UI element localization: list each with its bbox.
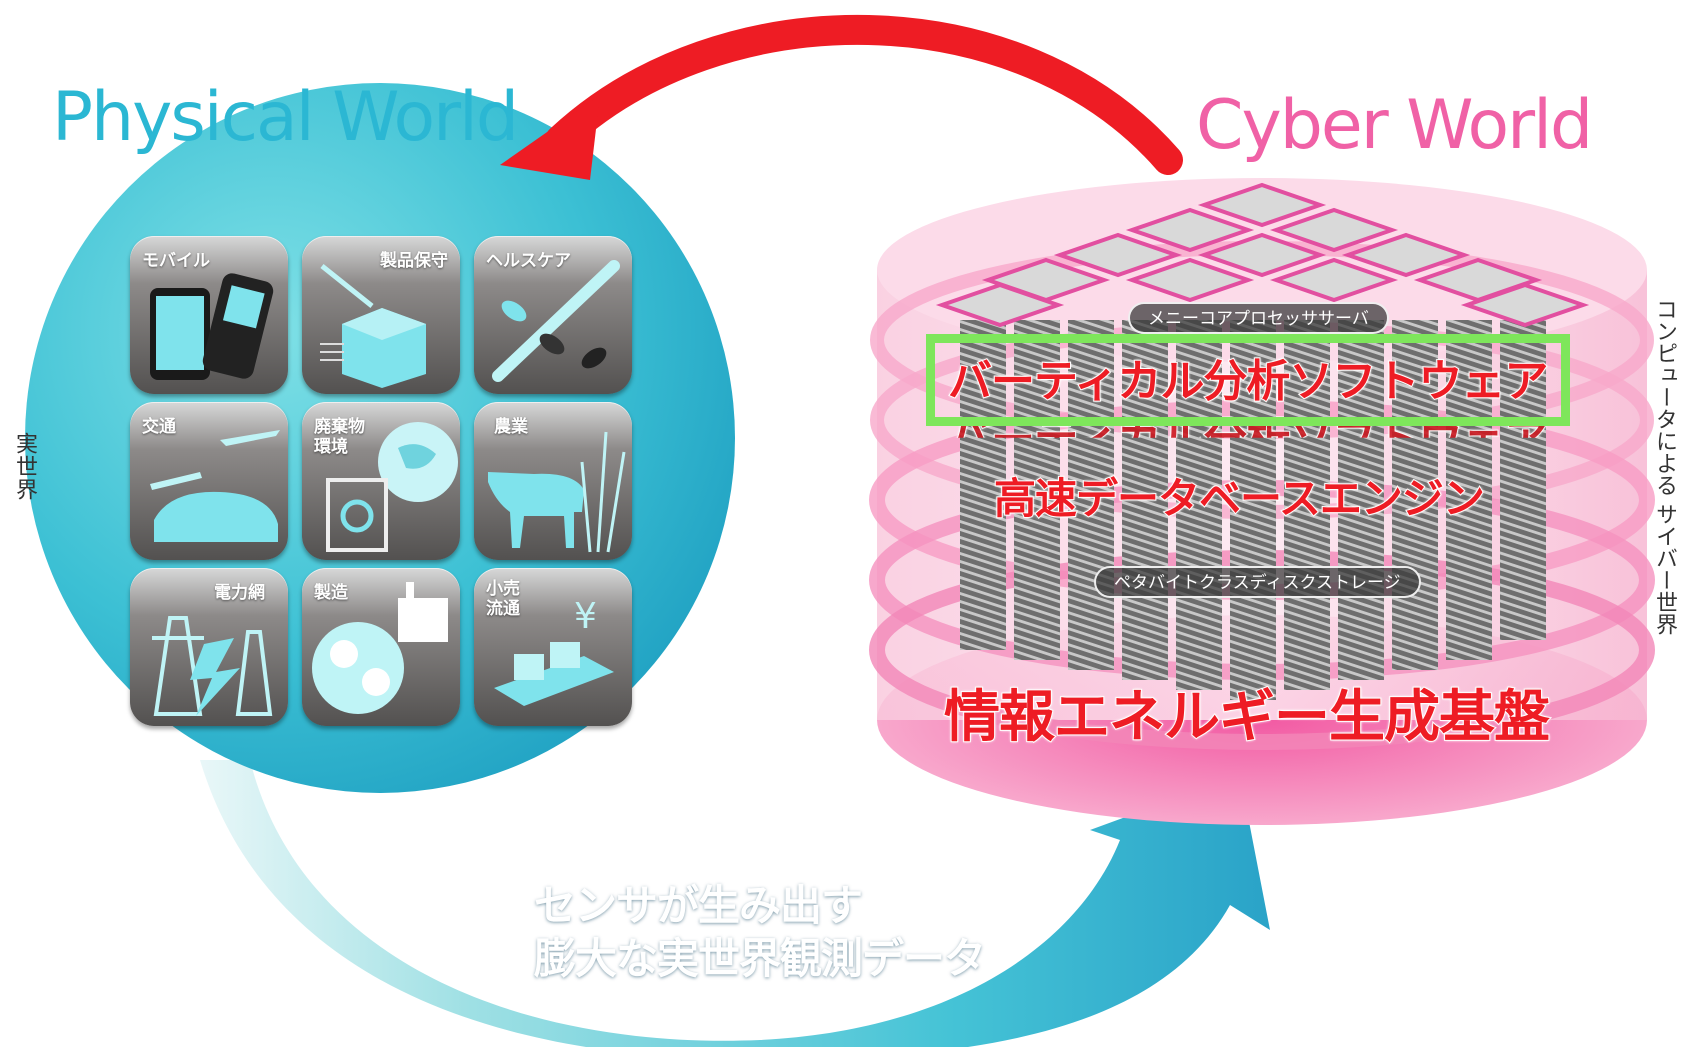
- tile-label: 農業: [494, 417, 528, 437]
- cyber-world-title: Cyber World: [1196, 86, 1593, 165]
- tile-traffic: 交通: [130, 402, 288, 560]
- feedback-arrow: [500, 15, 1183, 180]
- tile-label: ヘルスケア: [486, 251, 571, 271]
- tile-label: 廃棄物 環境: [314, 417, 365, 457]
- tile-label: 電力網: [214, 583, 265, 603]
- tile-label: 製品保守: [380, 251, 448, 271]
- tile-manufacturing: 製造: [302, 568, 460, 726]
- physical-world-title: Physical World: [52, 78, 519, 157]
- tile-label: 小売 流通: [486, 579, 520, 619]
- mobile-phones-icon: [150, 273, 274, 380]
- tile-label: モバイル: [142, 251, 210, 271]
- power-grid-icon: [152, 616, 273, 716]
- cyber-world-side-label: コンピュータによる サイバー世界: [1652, 298, 1677, 635]
- server-towers: [960, 320, 1546, 700]
- highlight-box: [926, 334, 1570, 426]
- sensor-data-caption: センサが生み出す 膨大な実世界観測データ: [534, 881, 986, 983]
- retail-distribution-icon: ¥: [494, 596, 614, 706]
- traffic-icon: [150, 430, 280, 542]
- tile-product-maintenance: 製品保守: [302, 236, 460, 394]
- real-world-side-label: 実世界: [12, 432, 37, 501]
- data-flow-arrow: [200, 760, 1270, 1047]
- waste-environment-icon: [326, 422, 458, 552]
- tile-healthcare: ヘルスケア: [474, 236, 632, 394]
- tile-power-grid: 電力網: [130, 568, 288, 726]
- tile-label: 製造: [314, 583, 348, 603]
- product-maintenance-icon: [320, 264, 426, 388]
- vertical-analysis-software-label: バーティカル分析ソフトウェア: [947, 356, 1549, 407]
- tile-waste-environment: 廃棄物 環境: [302, 402, 460, 560]
- manufacturing-icon: [312, 582, 448, 714]
- svg-text:¥: ¥: [574, 596, 597, 637]
- tile-mobile: モバイル: [130, 236, 288, 394]
- tile-agriculture: 農業: [474, 402, 632, 560]
- high-speed-database-label: 高速データベースエンジン: [993, 474, 1486, 523]
- healthcare-icon: [492, 260, 620, 382]
- many-core-server-label: メニーコアプロセッササーバ: [1128, 302, 1389, 334]
- info-energy-foundation-label: 情報エネルギー生成基盤: [943, 685, 1551, 750]
- server-tops: [935, 182, 1590, 328]
- petabyte-storage-label: ペタバイトクラスディスクストレージ: [1094, 566, 1421, 598]
- tile-retail-distribution: ¥ 小売 流通: [474, 568, 632, 726]
- agriculture-icon: [488, 431, 626, 553]
- tile-label: 交通: [142, 417, 176, 437]
